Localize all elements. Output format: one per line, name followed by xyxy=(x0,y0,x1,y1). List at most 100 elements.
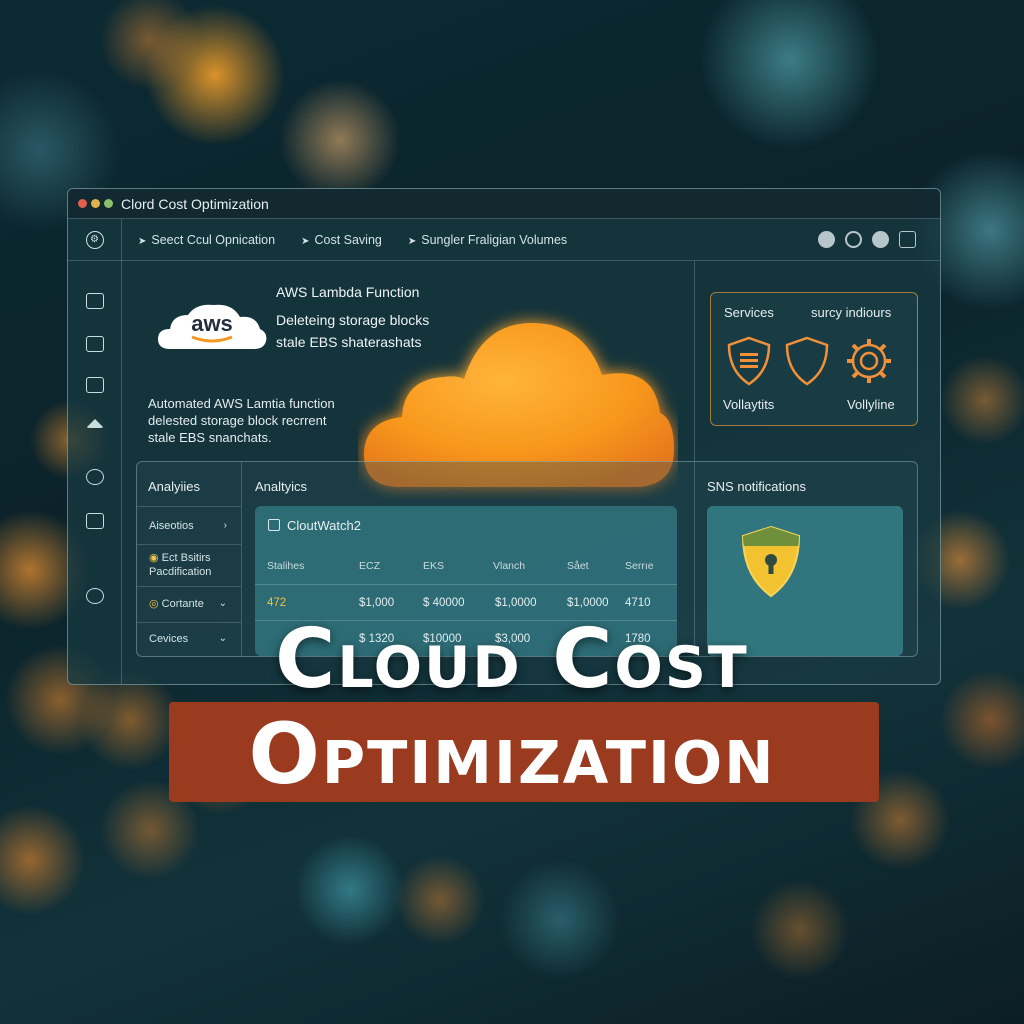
lambda-title: AWS Lambda Function xyxy=(276,284,420,300)
search-icon[interactable] xyxy=(845,231,862,248)
home-icon[interactable] xyxy=(86,419,104,428)
breadcrumb-item-1[interactable]: ➤ Seect Ccul Opnication xyxy=(138,233,275,247)
breadcrumb-item-3[interactable]: ➤ Sungler Fraligian Volumes xyxy=(408,233,567,247)
table-cell: $1,0000 xyxy=(567,596,609,609)
divider xyxy=(241,462,242,656)
package-icon[interactable] xyxy=(86,513,104,529)
shield-icon xyxy=(785,336,829,386)
cloud-icon xyxy=(364,323,674,487)
services-label: Services xyxy=(724,305,774,320)
lambda-line-1: Deleteing storage blocks xyxy=(276,312,430,328)
window-title: Clord Cost Optimization xyxy=(121,195,269,212)
menu-item-label: ◉ Ect Bsitirs xyxy=(149,551,225,565)
table-row[interactable]: $ 1320 $10000 $3,000 $ 1780 xyxy=(255,620,677,656)
breadcrumb-item-2[interactable]: ➤ Cost Saving xyxy=(301,233,382,247)
table-cell: $ 40000 xyxy=(423,596,465,609)
table-cell: $ xyxy=(567,632,574,645)
globe-icon[interactable] xyxy=(86,469,104,485)
column-header: Vlanch xyxy=(493,560,526,572)
close-window-button[interactable] xyxy=(78,199,87,208)
cloudwatch-icon xyxy=(268,519,280,531)
column-header: Sået xyxy=(567,560,589,572)
menu-item-label: Aiseotios xyxy=(149,520,194,532)
table-row[interactable]: 472 $1,000 $ 40000 $1,0000 $1,0000 4710 xyxy=(255,584,677,620)
table-cell: $ 1320 xyxy=(359,632,395,645)
column-header: EKS xyxy=(423,560,445,572)
lambda-description: Deleteing storage blocks stale EBS shate… xyxy=(276,309,429,353)
headline-line-2: Optimization xyxy=(248,705,776,803)
analytics-heading: Analtyics xyxy=(255,479,308,494)
table-cell: $3,000 xyxy=(495,632,531,645)
table-header: Stalihes ECZ EKS Vlanch Sået Serrıe xyxy=(255,548,677,584)
column-header: Serrıe xyxy=(625,560,654,572)
divider xyxy=(694,261,695,461)
storage-icon[interactable] xyxy=(86,293,104,309)
services-card[interactable]: Services surcy indiours Vollaytits Volly… xyxy=(710,292,918,426)
toolbar-actions xyxy=(818,231,916,248)
automation-summary: Automated AWS Lamtia function delested s… xyxy=(148,395,368,446)
app-logo[interactable]: ⚙ xyxy=(68,218,122,261)
menu-item-label: Cevices xyxy=(149,633,189,645)
chevron-right-icon: ➤ xyxy=(301,235,310,247)
monitor-icon[interactable] xyxy=(86,336,104,352)
headline-band xyxy=(169,702,879,802)
menu-item-label: Cortante xyxy=(161,598,204,610)
cloudwatch-title: CloutWatch2 xyxy=(287,518,361,533)
table-cell: $10000 xyxy=(423,632,462,645)
menu-item-label-line-1: Ect Bsitirs xyxy=(161,552,211,564)
headline-line-1: Cloud Cost xyxy=(275,612,749,707)
automation-line-3: stale EBS snanchats. xyxy=(148,430,272,445)
chevron-right-icon: › xyxy=(223,520,227,531)
chevron-down-icon: ⌄ xyxy=(218,598,227,609)
power-icon[interactable] xyxy=(86,588,104,604)
services-label-right: surcy indiours xyxy=(811,305,892,320)
dollar-icon: ◉ xyxy=(149,552,162,564)
breadcrumb-label: Sungler Fraligian Volumes xyxy=(421,232,568,247)
menu-item-label-line-2: Pacdification xyxy=(149,566,212,578)
automation-line-2: delested storage block recrrent xyxy=(148,413,327,428)
aws-logo-text: aws xyxy=(191,311,233,336)
alert-icon[interactable] xyxy=(872,231,889,248)
breadcrumb-label: Cost Saving xyxy=(314,232,382,247)
sns-heading: SNS notifications xyxy=(707,479,806,494)
table-cell: 4710 xyxy=(625,596,651,609)
chevron-right-icon: ➤ xyxy=(407,235,417,247)
chevron-right-icon: ➤ xyxy=(138,235,147,247)
services-caption-right: Vollyline xyxy=(847,397,895,412)
gear-icon xyxy=(847,339,891,383)
sidebar xyxy=(68,261,122,684)
services-caption-left: Vollaytits xyxy=(723,397,775,412)
clock-icon: ◎ xyxy=(149,598,162,610)
analytics-panel: Analyiies Aiseotios › ◉ Ect Bsitirs Pacd… xyxy=(136,461,918,657)
table-cell: 1780 xyxy=(625,632,651,645)
automation-line-1: Automated AWS Lamtia function xyxy=(148,396,335,411)
chevron-down-icon: ⌄ xyxy=(218,633,227,644)
table-cell: $1,000 xyxy=(359,596,395,609)
info-icon[interactable] xyxy=(818,231,835,248)
settings-icon: ⚙ xyxy=(85,230,104,249)
toolbar: ⚙ ➤ Seect Ccul Opnication ➤ Cost Saving ➤ S… xyxy=(68,218,940,261)
breadcrumb-label: Seect Ccul Opnication xyxy=(151,232,276,247)
maximize-window-button[interactable] xyxy=(104,199,113,208)
menu-item-ect-bsitirs[interactable]: ◉ Ect Bsitirs Pacdification xyxy=(137,544,241,586)
aws-logo: aws xyxy=(158,304,267,349)
column-header: ECZ xyxy=(359,560,380,572)
menu-item-aiseotios[interactable]: Aiseotios › xyxy=(137,506,241,544)
sns-card xyxy=(707,506,903,656)
window-icon[interactable] xyxy=(899,231,916,248)
shield-list-icon xyxy=(727,336,771,386)
table-cell: 472 xyxy=(267,596,287,609)
menu-item-cortante[interactable]: ◎ Cortante ⌄ xyxy=(137,586,241,622)
lock-shield-icon xyxy=(741,525,801,598)
cloudwatch-card: CloutWatch2 Stalihes ECZ EKS Vlanch Sået… xyxy=(255,506,677,656)
title-bar: Clord Cost Optimization xyxy=(68,189,940,219)
lambda-line-2: stale EBS shaterashats xyxy=(276,334,422,350)
edit-icon[interactable] xyxy=(86,377,104,393)
menu-heading: Analyiies xyxy=(148,479,201,494)
minimize-window-button[interactable] xyxy=(91,199,100,208)
divider xyxy=(694,462,695,656)
column-header: Stalihes xyxy=(267,560,305,572)
app-window: Clord Cost Optimization ⚙ ➤ Seect Ccul Op… xyxy=(67,188,941,685)
table-cell: $1,0000 xyxy=(495,596,537,609)
menu-item-cevices[interactable]: Cevices ⌄ xyxy=(137,622,241,656)
